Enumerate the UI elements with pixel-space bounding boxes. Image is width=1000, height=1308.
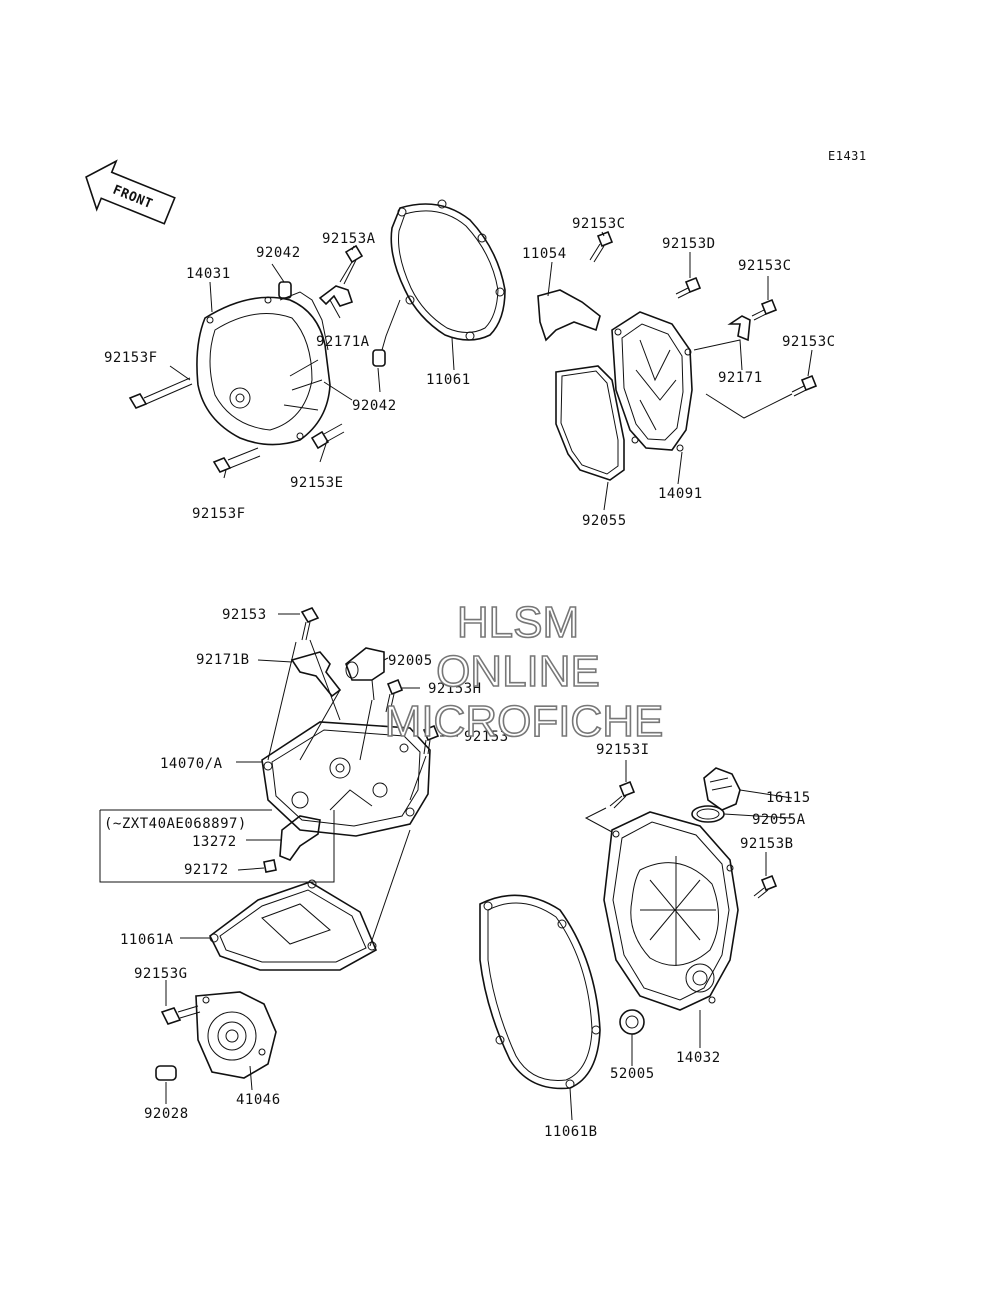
part-92153G-bolt [160,1005,201,1025]
part-11061-gasket [390,199,506,341]
label-92171B: 92171B [196,652,250,668]
label-92171: 92171 [718,370,763,386]
part-92153H-bolt [385,678,404,713]
label-14031: 14031 [186,266,231,282]
label-92153H: 92153H [428,681,482,697]
label-92153-mid: 92153 [464,729,509,745]
part-92171B-clamp [290,651,342,698]
part-92055-gasket [555,365,625,481]
label-92153B: 92153B [740,836,794,852]
part-14032-cover [603,811,739,1011]
label-92028: 92028 [144,1106,189,1122]
label-92153I: 92153I [596,742,650,758]
note-text: (~ZXT40AE068897) [104,816,247,832]
part-92171A-clamp [318,285,354,307]
part-14031-cover [196,291,331,446]
part-92153C-bolt-2 [751,298,778,321]
part-92055A-oring [691,805,725,823]
label-11054: 11054 [522,246,567,262]
part-52005-seal [619,1009,645,1035]
leader-lines [165,231,813,1121]
part-92172-screw [263,859,277,873]
part-92153C-bolt-3 [791,374,818,397]
label-14091: 14091 [658,486,703,502]
label-14070A: 14070/A [160,756,223,772]
part-92153-bolt-top [300,607,320,641]
part-92153B-bolt [753,874,778,899]
label-11061A: 11061A [120,932,174,948]
label-92171A: 92171A [316,334,370,350]
watermark-line-1: HLSM [457,598,579,647]
part-92005-fitting [345,647,385,701]
watermark: HLSM ONLINE MICROFICHE [384,597,664,747]
part-11061A-gasket [208,879,378,971]
part-16115-cap [703,767,741,811]
label-92153C-3: 92153C [782,334,836,350]
part-92042-dowel-top [278,281,292,299]
watermark-line-3: MICROFICHE [385,697,664,746]
part-92153A-bolt [339,244,364,285]
label-14032: 14032 [676,1050,721,1066]
part-13272-bracket [279,815,321,861]
part-92153-bolt-mid [422,724,440,755]
label-11061: 11061 [426,372,471,388]
label-92153-top: 92153 [222,607,267,623]
part-92153E-bolt [310,423,345,450]
label-92055A: 92055A [752,812,806,828]
label-16115: 16115 [766,790,811,806]
part-92153I-bolt [609,780,636,809]
part-14091-cover [611,311,693,452]
label-92055: 92055 [582,513,627,529]
part-92153F-bolt-bottom [212,447,261,473]
diagram-id: E1431 [828,149,867,163]
part-11054-plate [537,289,601,342]
label-11061B: 11061B [544,1124,598,1140]
part-14070A-cover [261,721,431,837]
front-arrow-icon: FRONT [85,159,176,225]
label-92153E: 92153E [290,475,344,491]
part-92028-plug [155,1065,177,1081]
label-92042-top: 92042 [256,245,301,261]
part-92153D-bolt [675,276,702,299]
watermark-line-2: ONLINE [436,647,600,696]
label-13272: 13272 [192,834,237,850]
label-92042-mid: 92042 [352,398,397,414]
label-41046: 41046 [236,1092,281,1108]
part-92171-clamp [727,315,751,342]
label-92153F-bottom: 92153F [192,506,246,522]
label-92153A: 92153A [322,231,376,247]
part-92042-dowel-mid [372,349,386,367]
label-52005: 52005 [610,1066,655,1082]
label-92153G: 92153G [134,966,188,982]
label-92153C-2: 92153C [738,258,792,274]
part-92153F-bolt-left [128,377,193,409]
part-92153C-bolt-1 [589,230,614,263]
part-41046-housing [195,991,277,1079]
label-92005: 92005 [388,653,433,669]
label-92153D: 92153D [662,236,716,252]
label-92153C-1: 92153C [572,216,626,232]
note-box: (~ZXT40AE068897) [99,809,335,883]
label-92172: 92172 [184,862,229,878]
part-11061B-gasket [479,894,601,1090]
label-92153F-left: 92153F [104,350,158,366]
